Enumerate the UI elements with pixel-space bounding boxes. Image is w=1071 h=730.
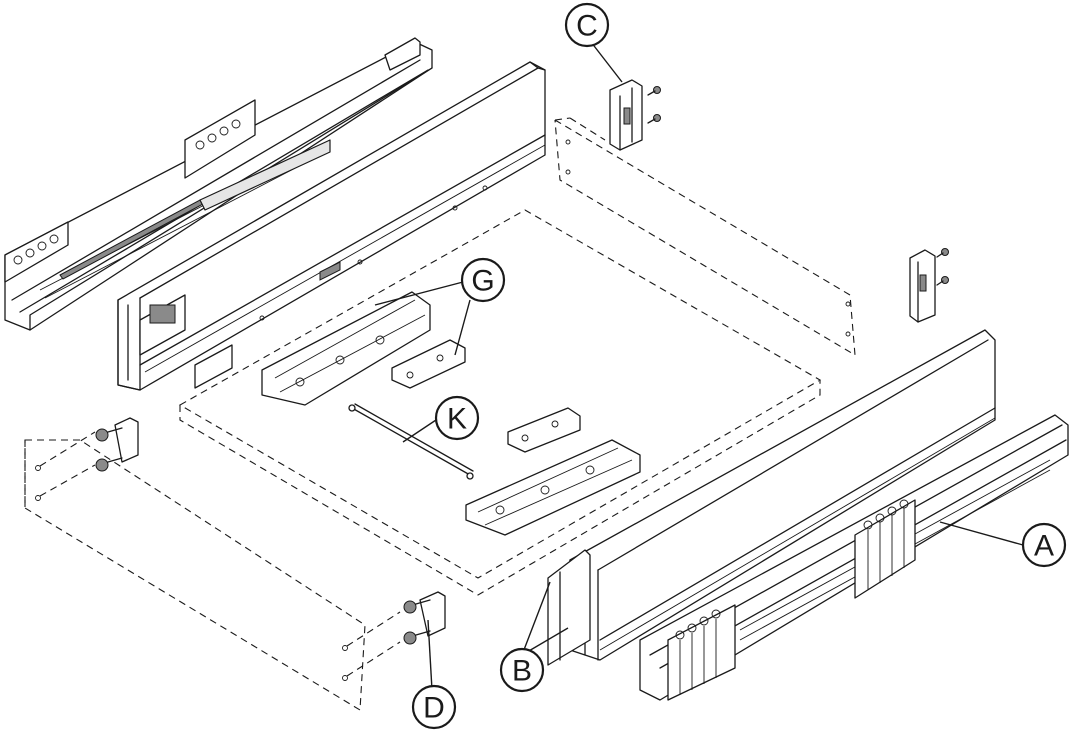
- locking-clip-left: [391, 339, 466, 389]
- synchronisation-rod: [348, 403, 474, 480]
- callout-g: G: [460, 257, 506, 303]
- right-side-panel: [547, 329, 996, 666]
- rear-bracket-upper: [609, 79, 661, 151]
- callout-b-label: B: [512, 655, 532, 688]
- left-runner: [4, 37, 433, 331]
- callout-b: B: [499, 647, 545, 693]
- callout-a-label: A: [1034, 530, 1054, 563]
- callout-k-label: K: [447, 403, 467, 436]
- back-panel-outline: [554, 117, 856, 357]
- callout-d-label: D: [423, 692, 445, 725]
- front-locking-device-left: [261, 291, 431, 406]
- leader-lines: [374, 41, 1024, 691]
- callout-a: A: [1021, 522, 1067, 568]
- callout-c: C: [564, 2, 610, 48]
- front-fixing-bracket-lower: [403, 591, 446, 645]
- rear-bracket-lower: [909, 248, 949, 323]
- front-locking-device-right: [465, 439, 641, 536]
- callout-c-label: C: [576, 10, 598, 43]
- callout-g-label: G: [471, 265, 494, 298]
- front-fixing-bracket-upper: [95, 417, 139, 472]
- callout-k: K: [434, 395, 480, 441]
- right-runner: [639, 414, 1069, 701]
- callout-d: D: [411, 684, 457, 730]
- left-side-panel: [117, 61, 546, 391]
- locking-clip-right: [507, 407, 581, 453]
- front-panel-outline: [24, 431, 401, 711]
- drawer-bottom-outline: [178, 209, 822, 596]
